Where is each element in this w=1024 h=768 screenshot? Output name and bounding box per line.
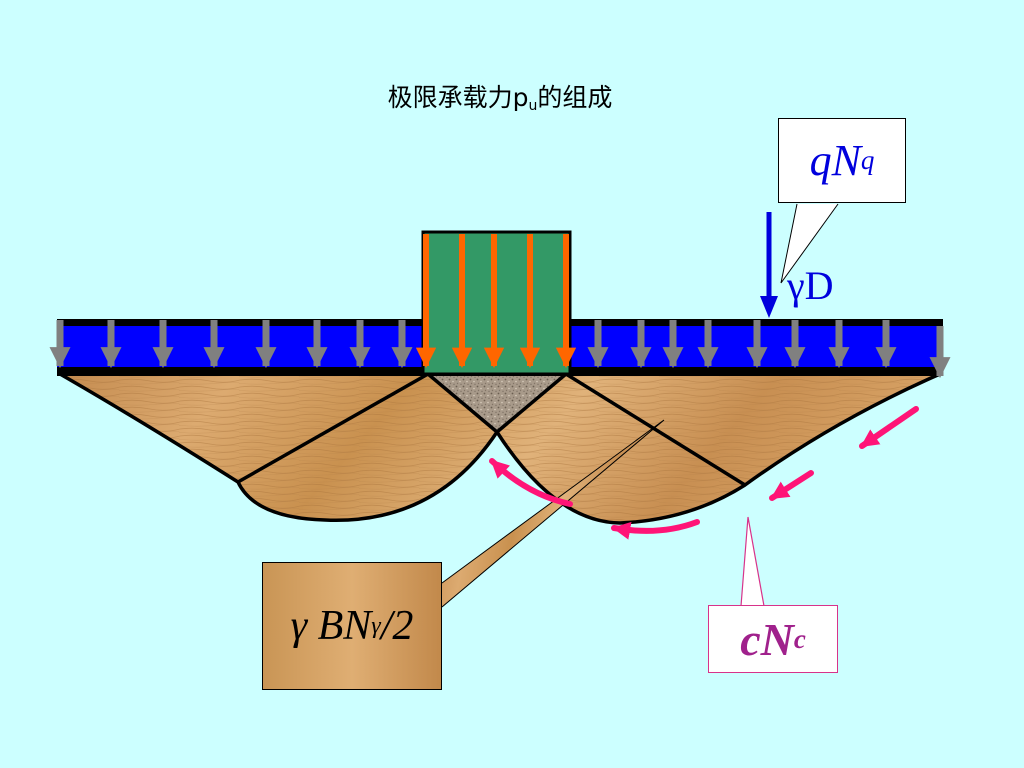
cNc-pointer [740,516,765,607]
elastic-wedge [428,374,566,432]
cohesion-arrow [489,458,573,507]
surcharge-load-arrows [49,320,951,379]
qNq-pointer [780,203,839,284]
soil-failure-zone [57,372,943,525]
qNq-subscript: q [860,145,875,175]
gammaD-arrow [760,212,778,318]
title-subscript: u [528,98,538,114]
footing-load-arrows [415,234,577,369]
cNc-subscript: c [793,623,806,654]
wedge-outline [426,372,568,434]
gammaBN-pointer [441,419,665,608]
gammaD-label: γD [787,263,834,308]
cNc-main: cN [740,613,794,665]
title-suffix: 的组成 [537,83,613,112]
qNq-main: qN [809,136,861,185]
gammaBN-subscript: γ [371,612,381,639]
cohesion-arrow [769,470,814,501]
gammaBN-main: γ BN [290,603,372,649]
gammaBN-suffix: /2 [380,603,414,649]
cohesion-arrow [859,406,919,449]
title-text: 极限承载力p [387,83,529,112]
cohesion-arrow [611,519,700,540]
slide-title: 极限承载力pu的组成 [0,78,1000,114]
cohesion-arrows [489,406,919,540]
